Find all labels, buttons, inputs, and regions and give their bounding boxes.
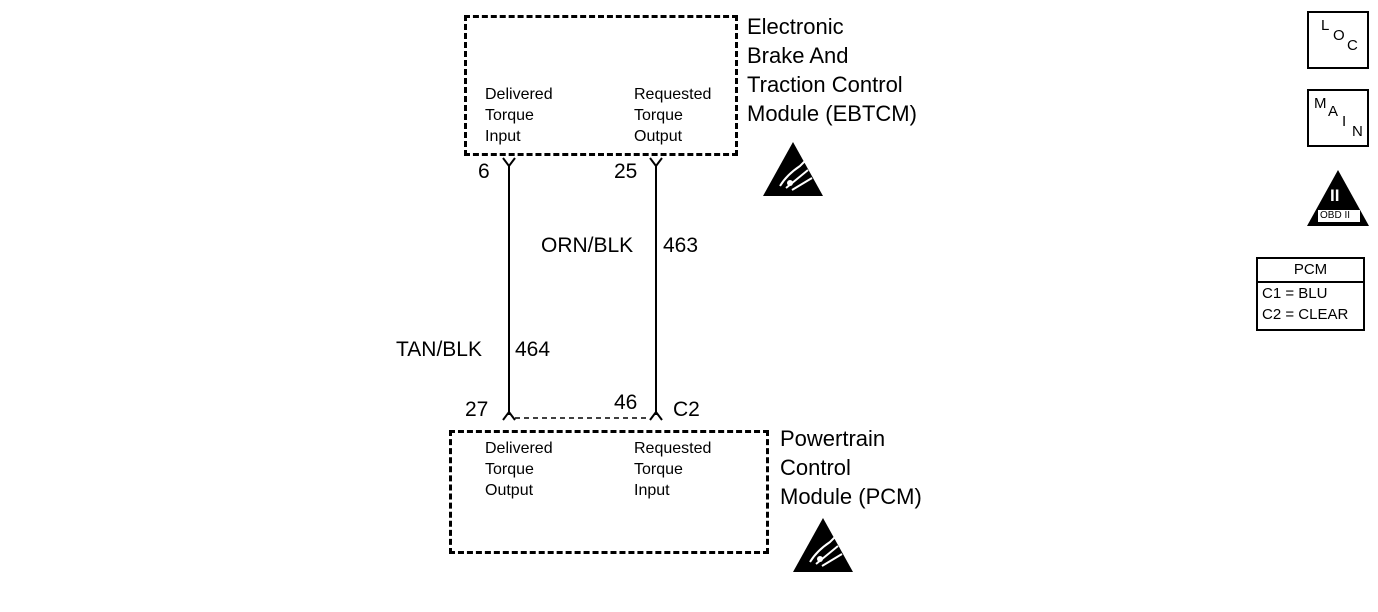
- pcm-requested-torque-input-label: Requested Torque Input: [634, 440, 712, 499]
- wire-463-color: ORN/BLK: [541, 234, 634, 257]
- pcm-module-box: [449, 430, 769, 554]
- legend-row: C1 = BLU: [1262, 285, 1328, 302]
- wire-463-circuit: 463: [663, 234, 699, 257]
- obd-ii-label: OBD II: [1320, 210, 1351, 221]
- legend-title: PCM: [1258, 259, 1363, 283]
- legend-row: C2 = CLEAR: [1262, 306, 1349, 323]
- ebtcm-delivered-torque-input-label: Delivered Torque Input: [485, 86, 553, 145]
- pcm-connector-legend: PCM C1 = BLU C2 = CLEAR: [1256, 257, 1365, 331]
- esd-sensitive-icon: [793, 518, 853, 572]
- ebtcm-title: Electronic Brake And Traction Control Mo…: [747, 14, 917, 126]
- pcm-delivered-torque-output-label: Delivered Torque Output: [485, 440, 553, 499]
- wire-464-color: TAN/BLK: [396, 338, 482, 361]
- pin-ebtcm-6: 6: [478, 160, 490, 183]
- pin-ebtcm-25: 25: [614, 160, 638, 183]
- loc-icon[interactable]: L O C: [1307, 11, 1369, 69]
- obd-ii-icon: [1307, 170, 1369, 226]
- terminal-pcm-27-icon: [502, 410, 516, 421]
- pcm-title: Powertrain Control Module (PCM): [780, 426, 922, 509]
- wire-464-circuit: 464: [515, 338, 551, 361]
- esd-sensitive-icon: [763, 142, 823, 196]
- terminal-ebtcm-25-icon: [649, 157, 663, 168]
- terminal-pcm-46-icon: [649, 410, 663, 421]
- terminal-ebtcm-6-icon: [502, 157, 516, 168]
- connector-c2-label: C2: [673, 398, 700, 421]
- ebtcm-module-box: [464, 15, 738, 156]
- pin-pcm-27: 27: [465, 398, 489, 421]
- obd-ii-numeral: II: [1330, 186, 1340, 205]
- ebtcm-requested-torque-output-label: Requested Torque Output: [634, 86, 712, 145]
- main-icon[interactable]: M A I N: [1307, 89, 1369, 147]
- pin-pcm-46: 46: [614, 391, 638, 414]
